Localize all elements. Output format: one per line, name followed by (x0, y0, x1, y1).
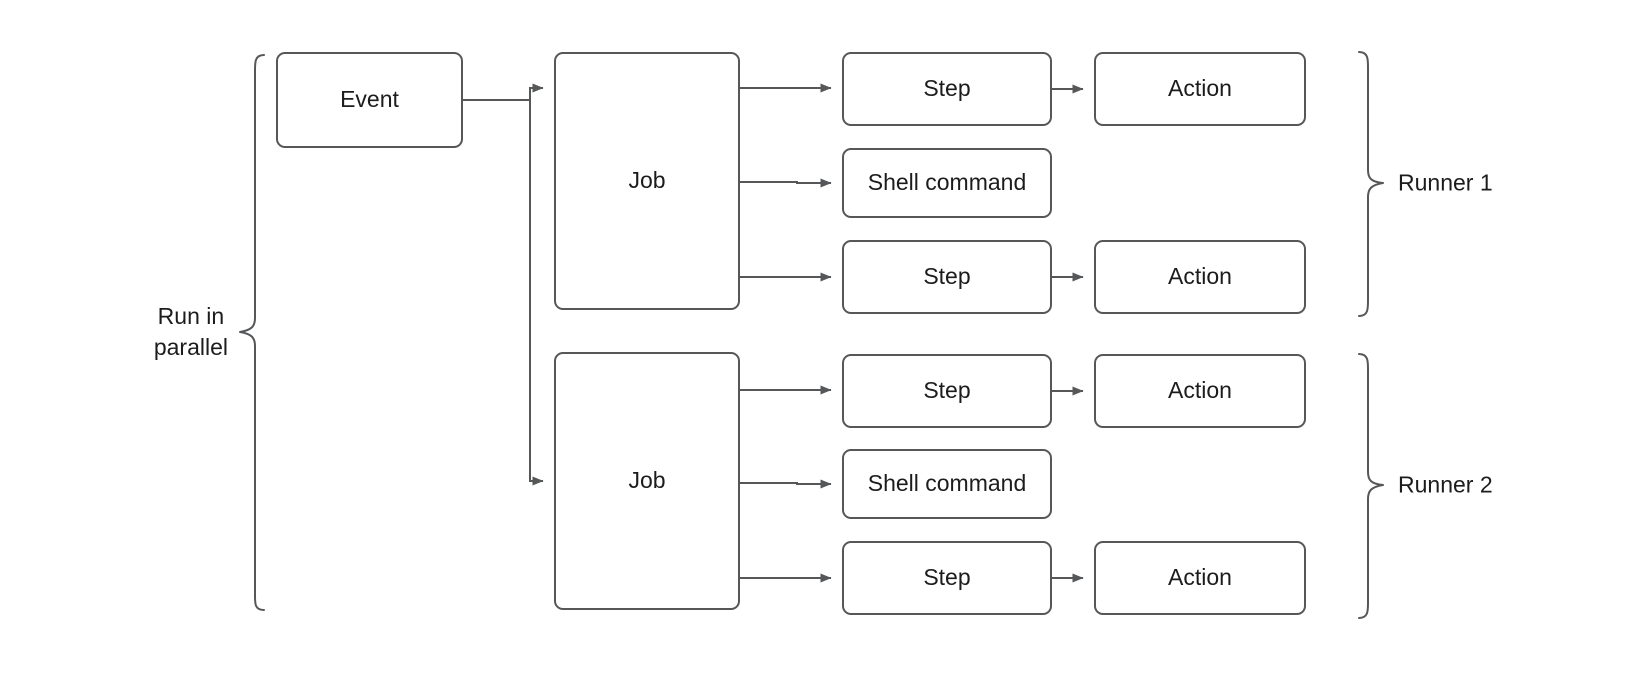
node-action-1-1-label: Action (1168, 75, 1232, 102)
node-step-2-1[interactable]: Step (842, 354, 1052, 428)
brace-runner-1 (1358, 51, 1384, 317)
node-step-1-1[interactable]: Step (842, 52, 1052, 126)
node-job-2-label: Job (628, 467, 666, 494)
node-shell-command-2-label: Shell command (867, 470, 1027, 497)
node-action-2-1-label: Action (1168, 377, 1232, 404)
node-step-2-2[interactable]: Step (842, 541, 1052, 615)
node-action-2-2-label: Action (1168, 564, 1232, 591)
node-job-2[interactable]: Job (554, 352, 740, 610)
node-event[interactable]: Event (276, 52, 463, 148)
node-shell-command-1[interactable]: Shell command (842, 148, 1052, 218)
node-shell-command-1-label: Shell command (867, 169, 1027, 196)
node-job-1-label: Job (628, 167, 666, 194)
node-step-1-2[interactable]: Step (842, 240, 1052, 314)
connector-event-to-job-1 (463, 83, 544, 101)
group-label-run-in-parallel: Run in parallel (153, 302, 228, 360)
node-job-1[interactable]: Job (554, 52, 740, 310)
node-action-2-1[interactable]: Action (1094, 354, 1306, 428)
node-step-1-1-label: Step (923, 75, 971, 102)
group-label-runner-1: Runner 1 (1398, 169, 1493, 196)
node-step-1-2-label: Step (923, 263, 971, 290)
connector-job-2-to-shell-command-2 (740, 479, 832, 489)
node-step-2-1-label: Step (923, 377, 971, 404)
node-action-2-2[interactable]: Action (1094, 541, 1306, 615)
node-event-label: Event (340, 86, 399, 113)
node-shell-command-2[interactable]: Shell command (842, 449, 1052, 519)
brace-runner-2 (1358, 353, 1384, 619)
group-label-runner-2: Runner 2 (1398, 471, 1493, 498)
connector-job-1-to-shell-command-1 (740, 178, 832, 188)
node-action-1-2[interactable]: Action (1094, 240, 1306, 314)
node-action-1-2-label: Action (1168, 263, 1232, 290)
node-action-1-1[interactable]: Action (1094, 52, 1306, 126)
brace-run-in-parallel (239, 54, 265, 611)
node-step-2-2-label: Step (923, 564, 971, 591)
connector-event-to-job-2 (529, 100, 544, 486)
